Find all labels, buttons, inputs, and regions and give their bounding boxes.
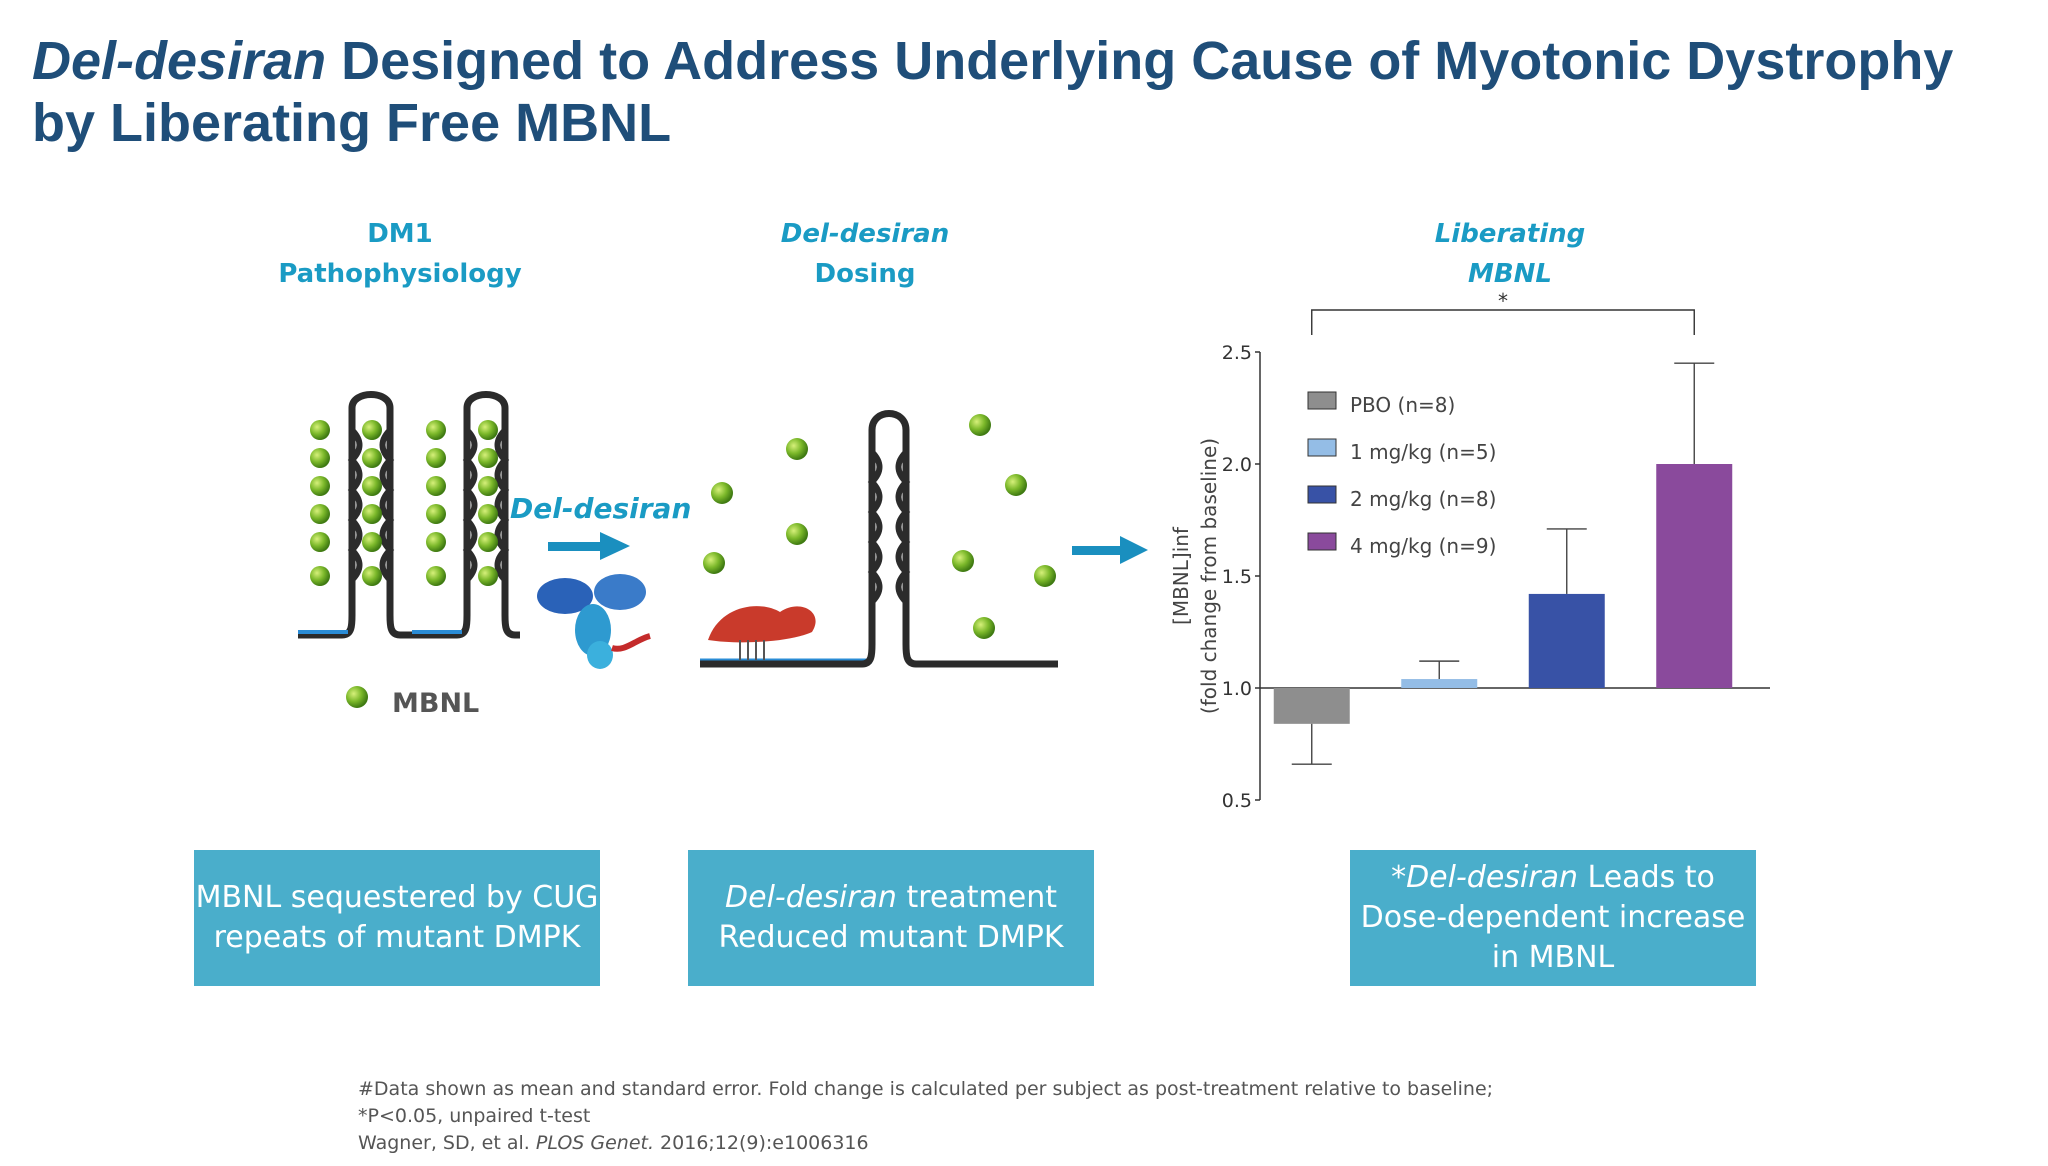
bar bbox=[1401, 679, 1478, 688]
y-axis-label: [MBNL]inf bbox=[1169, 526, 1193, 625]
legend-label: 4 mg/kg (n=9) bbox=[1350, 534, 1496, 558]
mutant-dmpk-hairpin-2 bbox=[412, 391, 520, 639]
significance-bracket bbox=[1311, 309, 1695, 335]
y-tick-label: 1.0 bbox=[1222, 678, 1252, 700]
bar bbox=[1528, 593, 1605, 688]
info-box-line3: in MBNL bbox=[1491, 940, 1615, 975]
antibody-conjugate-icon bbox=[537, 574, 651, 669]
footnote-line1: #Data shown as mean and standard error. … bbox=[358, 1078, 1494, 1100]
y-tick-label: 0.5 bbox=[1222, 790, 1252, 810]
column-header-line2: MBNL bbox=[1467, 259, 1553, 289]
legend-swatch bbox=[1307, 391, 1337, 410]
y-tick-label: 2.5 bbox=[1222, 342, 1252, 364]
bar bbox=[1656, 464, 1733, 688]
info-box-line1: *Del-desiran Leads to bbox=[1361, 858, 1746, 898]
info-box-line1: MBNL sequestered by CUG bbox=[195, 880, 599, 915]
y-tick-label: 2.0 bbox=[1222, 454, 1252, 476]
info-box-line1: Del-desiran treatment bbox=[719, 878, 1064, 918]
legend-swatch bbox=[1307, 485, 1337, 504]
drug-label: Del-desiran bbox=[510, 492, 691, 525]
mbnl-bar-chart: 0.5 1.0 1.5 2.0 2.5 [MBNL]inf(fold change fro… bbox=[1169, 290, 1770, 810]
info-box-italic: Del-desiran bbox=[725, 880, 897, 915]
legend-swatch bbox=[1307, 532, 1337, 551]
y-tick-label: 1.5 bbox=[1222, 566, 1252, 588]
legend-label: 2 mg/kg (n=8) bbox=[1350, 487, 1496, 511]
title-italic: Del-desiran bbox=[32, 31, 327, 91]
column-header-line1: Liberating bbox=[1434, 219, 1586, 249]
citation-authors: Wagner, SD, et al. bbox=[358, 1132, 536, 1154]
info-box-liberating: *Del-desiran Leads to Dose-dependent inc… bbox=[1350, 850, 1756, 986]
column-header-line1: DM1 bbox=[367, 219, 433, 249]
legend-swatch bbox=[1307, 438, 1337, 457]
info-box-rest: treatment bbox=[896, 880, 1057, 915]
column-header-line2: Pathophysiology bbox=[278, 259, 522, 289]
right-arrow-icon bbox=[548, 532, 630, 560]
column-header-line1: Del-desiran bbox=[780, 219, 950, 249]
column-header-dm1: DM1 Pathophysiology bbox=[240, 214, 560, 294]
bound-mbnl-group bbox=[310, 420, 498, 586]
info-box-line2: Reduced mutant DMPK bbox=[718, 920, 1064, 955]
free-mbnl-group bbox=[703, 414, 1056, 639]
legend-label: 1 mg/kg (n=5) bbox=[1350, 440, 1496, 464]
right-arrow-icon bbox=[1120, 536, 1148, 564]
legend-label: PBO (n=8) bbox=[1350, 393, 1455, 417]
significance-label: * bbox=[1498, 290, 1508, 313]
citation-journal: PLOS Genet. bbox=[535, 1132, 655, 1154]
citation-details: 2016;12(9):e1006316 bbox=[654, 1132, 869, 1154]
mbnl-legend-icon bbox=[346, 686, 368, 708]
footnote-line3: Wagner, SD, et al. PLOS Genet. 2016;12(9… bbox=[358, 1130, 1493, 1157]
info-box-line2: repeats of mutant DMPK bbox=[213, 920, 581, 955]
y-axis-label: (fold change from baseline) bbox=[1197, 438, 1221, 714]
info-box-dm1: MBNL sequestered by CUG repeats of mutan… bbox=[194, 850, 600, 986]
info-box-dosing: Del-desiran treatment Reduced mutant DMP… bbox=[688, 850, 1094, 986]
arrow-shaft bbox=[1072, 546, 1122, 555]
column-header-dosing: Del-desiran Dosing bbox=[700, 214, 1030, 294]
arrow-to-chart bbox=[1072, 536, 1148, 564]
title-rest: Designed to Address Underlying Cause of … bbox=[32, 31, 1954, 153]
column-header-line2: Dosing bbox=[814, 259, 916, 289]
info-box-star: * bbox=[1391, 860, 1407, 895]
reduced-dmpk-hairpin bbox=[700, 410, 1058, 668]
footnotes: #Data shown as mean and standard error. … bbox=[358, 1076, 1493, 1157]
mechanism-diagram: Del-desiran MBNL bbox=[298, 391, 1100, 719]
column-header-liberating: Liberating MBNL bbox=[1360, 214, 1660, 294]
info-box-italic: Del-desiran bbox=[1406, 860, 1578, 895]
footnote-line2: *P<0.05, unpaired t-test bbox=[358, 1105, 591, 1127]
slide-title: Del-desiran Designed to Address Underlyi… bbox=[32, 30, 2022, 154]
bar bbox=[1273, 688, 1350, 724]
info-box-rest: Leads to bbox=[1578, 860, 1715, 895]
mutant-dmpk-hairpin-1 bbox=[298, 391, 425, 639]
mbnl-legend-label: MBNL bbox=[392, 688, 479, 719]
info-box-line2: Dose-dependent increase bbox=[1360, 900, 1746, 935]
